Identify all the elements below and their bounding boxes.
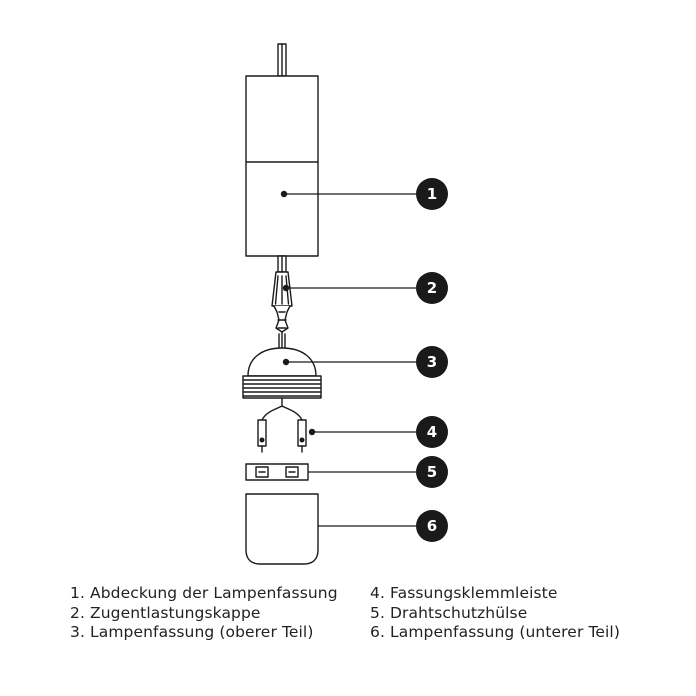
- leader-dot-1: [280, 190, 288, 198]
- legend-left-column: 1. Abdeckung der Lampenfassung 2. Zugent…: [70, 584, 338, 643]
- callout-badge-5: 5: [416, 456, 448, 488]
- callout-label-4: 4: [427, 423, 437, 441]
- part-5-wire-sleeve: [245, 463, 309, 481]
- callout-badge-4: 4: [416, 416, 448, 448]
- callout-label-6: 6: [427, 517, 437, 535]
- cable-top: [277, 43, 287, 77]
- leader-dot-3: [282, 358, 290, 366]
- legend-right-column: 4. Fassungsklemmleiste 5. Drahtschutzhül…: [370, 584, 620, 643]
- leader-dot-2: [282, 284, 290, 292]
- legend-item-2: 2. Zugentlastungskappe: [70, 603, 261, 622]
- callout-label-1: 1: [427, 185, 437, 203]
- lamp-socket-exploded-diagram: 1 2 3 4 5 6: [242, 43, 448, 565]
- part-4-terminal-block: [257, 397, 307, 453]
- legend-item-3: 3. Lampenfassung (oberer Teil): [70, 623, 314, 641]
- callout-label-3: 3: [427, 353, 437, 371]
- part-3-socket-upper: [242, 347, 322, 399]
- part-6-socket-lower: [245, 493, 319, 565]
- terminal-dot-right: [299, 437, 305, 443]
- callout-badge-6: 6: [416, 510, 448, 542]
- leader-dot-4: [308, 428, 316, 436]
- callout-label-2: 2: [427, 279, 437, 297]
- legend-item-6: 6. Lampenfassung (unterer Teil): [370, 623, 620, 641]
- part-2-strain-relief: [271, 271, 293, 349]
- callout-badge-3: 3: [416, 346, 448, 378]
- callout-label-5: 5: [427, 463, 437, 481]
- terminal-dot-left: [259, 437, 265, 443]
- cable-middle: [277, 255, 287, 273]
- callout-badge-1: 1: [416, 178, 448, 210]
- part-1-cover: [245, 75, 319, 257]
- legend-item-4: 4. Fassungsklemmleiste: [370, 584, 558, 602]
- callout-badges: 1 2 3 4 5 6: [416, 178, 448, 542]
- legend-item-5: 5. Drahtschutzhülse: [370, 603, 528, 622]
- callout-badge-2: 2: [416, 272, 448, 304]
- leader-lines: [283, 193, 417, 527]
- legend-item-1: 1. Abdeckung der Lampenfassung: [70, 584, 338, 602]
